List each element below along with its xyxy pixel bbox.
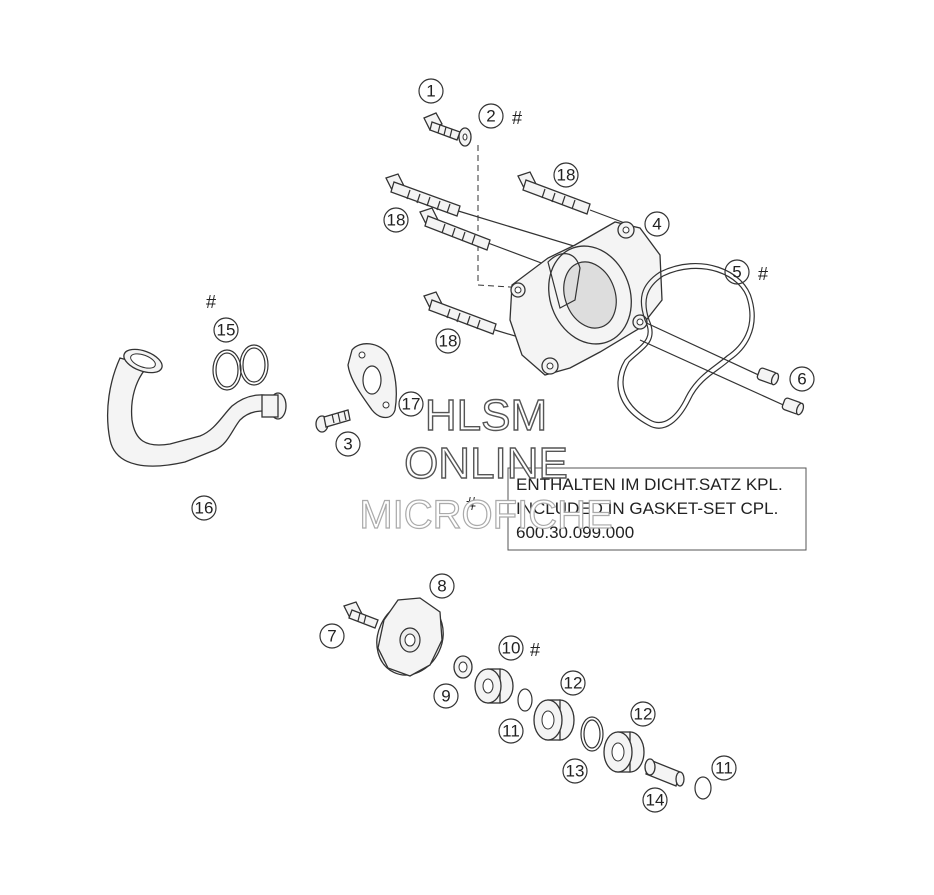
- callout-10: 10: [498, 635, 524, 661]
- hash-mark-15: #: [206, 292, 216, 312]
- watermark-line-2: ONLINE: [404, 439, 568, 488]
- note-line-1: ENTHALTEN IM DICHT.SATZ KPL.: [516, 475, 783, 494]
- part-12-bearing-b: [603, 731, 645, 773]
- part-9-washer: [453, 655, 473, 679]
- callout-3: 3: [335, 431, 361, 457]
- note-line-3: 600.30.099.000: [516, 523, 634, 542]
- svg-text:9: 9: [441, 687, 450, 706]
- callout-1: 1: [418, 78, 444, 104]
- svg-text:6: 6: [797, 370, 806, 389]
- svg-text:14: 14: [646, 791, 665, 810]
- callout-14: 14: [642, 787, 668, 813]
- watermark: HLSM ONLINE MICROFICHE: [359, 390, 614, 537]
- part-3-screw: [315, 409, 351, 433]
- svg-text:13: 13: [566, 762, 585, 781]
- callout-17: 17: [398, 391, 424, 417]
- hash-mark-5: #: [758, 264, 768, 284]
- callout-11-left: 11: [498, 718, 524, 744]
- callout-15: 15: [213, 317, 239, 343]
- part-1-bolt: [423, 112, 461, 141]
- svg-text:2: 2: [486, 107, 495, 126]
- part-6-dowel-pins: [756, 367, 805, 416]
- part-11-circlip-a: [517, 688, 533, 712]
- hash-mark-2: #: [512, 108, 522, 128]
- callout-13: 13: [562, 758, 588, 784]
- part-17-flange-gasket: [347, 343, 397, 419]
- part-18-long-bolt-b: [419, 207, 491, 251]
- hash-marks: # # # # #: [206, 108, 768, 660]
- part-14-pump-shaft: [644, 758, 685, 787]
- part-10-shaft-seal: [474, 668, 514, 704]
- part-2-washer: [458, 127, 472, 147]
- gasket-set-note: ENTHALTEN IM DICHT.SATZ KPL. INCLUDED IN…: [507, 467, 807, 551]
- svg-text:4: 4: [652, 215, 661, 234]
- callout-6: 6: [789, 366, 815, 392]
- hash-mark-10: #: [530, 640, 540, 660]
- svg-text:15: 15: [217, 321, 236, 340]
- callout-11-right: 11: [711, 755, 737, 781]
- callout-12-top: 12: [560, 670, 586, 696]
- part-16-coolant-pipe: [106, 348, 287, 467]
- watermark-line-3: MICROFICHE: [359, 493, 612, 537]
- callout-4: 4: [644, 211, 670, 237]
- callout-18-bottom: 18: [435, 328, 461, 354]
- svg-text:11: 11: [715, 759, 733, 778]
- svg-text:18: 18: [439, 332, 458, 351]
- part-5-oring-gasket: [617, 263, 755, 429]
- svg-text:10: 10: [502, 639, 521, 658]
- part-4-pump-cover: [509, 221, 663, 376]
- svg-text:12: 12: [564, 674, 583, 693]
- svg-text:5: 5: [732, 263, 741, 282]
- callout-2: 2: [478, 103, 504, 129]
- svg-text:16: 16: [195, 499, 214, 518]
- svg-text:12: 12: [634, 705, 653, 724]
- svg-text:8: 8: [437, 577, 446, 596]
- part-13-snap-ring: [580, 716, 604, 752]
- callout-12-right: 12: [630, 701, 656, 727]
- hash-mark-note: #: [466, 494, 476, 514]
- callout-5: 5: [724, 259, 750, 285]
- callout-7: 7: [319, 623, 345, 649]
- callout-8: 8: [429, 573, 455, 599]
- svg-text:11: 11: [502, 722, 520, 741]
- part-18-long-bolt-d: [423, 291, 497, 335]
- callout-18-left: 18: [383, 207, 409, 233]
- svg-text:1: 1: [426, 82, 435, 101]
- note-line-2: INCLUDED IN GASKET-SET CPL.: [516, 499, 778, 518]
- part-8-impeller: [376, 597, 444, 677]
- watermark-line-1: HLSM: [425, 391, 547, 440]
- part-12-bearing-a: [533, 699, 575, 741]
- svg-text:7: 7: [327, 627, 336, 646]
- part-18-long-bolt-a: [385, 173, 461, 217]
- svg-text:18: 18: [387, 211, 406, 230]
- svg-text:18: 18: [557, 166, 576, 185]
- part-15-orings: [212, 344, 269, 391]
- callout-16: 16: [191, 495, 217, 521]
- callouts: 1 2 18 18 4 5 18 6 15 17 3 16 8 7 10 12 …: [191, 78, 815, 813]
- part-18-long-bolt-c: [517, 171, 591, 215]
- svg-text:17: 17: [402, 395, 421, 414]
- callout-18-top: 18: [553, 162, 579, 188]
- svg-text:3: 3: [343, 435, 352, 454]
- part-11-circlip-b: [694, 776, 712, 800]
- part-7-bolt: [343, 601, 379, 629]
- callout-9: 9: [433, 683, 459, 709]
